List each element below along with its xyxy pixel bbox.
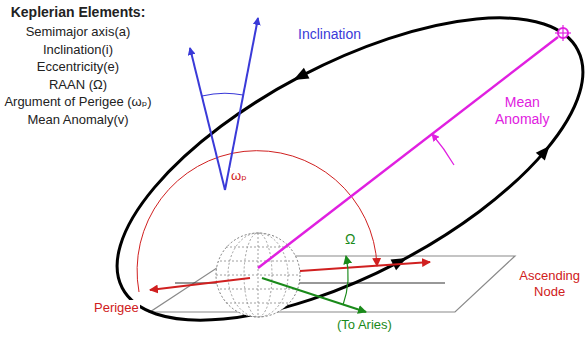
satellite-symbol	[555, 25, 571, 41]
perigee-arrow	[150, 278, 250, 290]
aries-label: (To Aries)	[336, 317, 393, 333]
mean-anomaly-label: Mean Anomaly	[494, 94, 550, 128]
orbit-arrowhead	[291, 68, 310, 86]
orbit-ellipse	[74, 0, 585, 337]
node-arrow	[300, 262, 430, 271]
mean-anomaly-line	[258, 37, 558, 268]
perigee-label: Perigee	[93, 300, 140, 316]
orbit-group	[71, 0, 585, 337]
diagram-title: Keplerian Elements:	[0, 4, 156, 21]
element-item: RAAN (Ω)	[0, 77, 156, 93]
element-item: Argument of Perigee (ωₚ)	[0, 94, 156, 110]
perigee-angle-label: ωₚ	[230, 168, 248, 184]
raan-angle-arc	[343, 256, 348, 305]
perigee-angle-arc	[137, 151, 377, 292]
mean-anomaly-arc	[432, 134, 454, 165]
reference-plane	[150, 256, 515, 312]
element-item: Inclination(i)	[0, 42, 156, 58]
inclination-arc	[202, 93, 243, 96]
orbit-normal-arrow	[225, 18, 258, 190]
inclination-label: Inclination	[297, 26, 362, 43]
raan-symbol-label: Ω	[344, 231, 356, 248]
orbit-arrowhead	[536, 146, 555, 163]
orbit-arrowhead	[391, 253, 410, 271]
node-label: Ascending Node	[518, 268, 581, 299]
aries-arrow	[262, 278, 366, 312]
pole-arrow	[190, 48, 225, 190]
element-item: Eccentricity(e)	[0, 59, 156, 75]
element-item: Mean Anomaly(v)	[0, 112, 156, 128]
element-item: Semimajor axis(a)	[0, 24, 156, 40]
